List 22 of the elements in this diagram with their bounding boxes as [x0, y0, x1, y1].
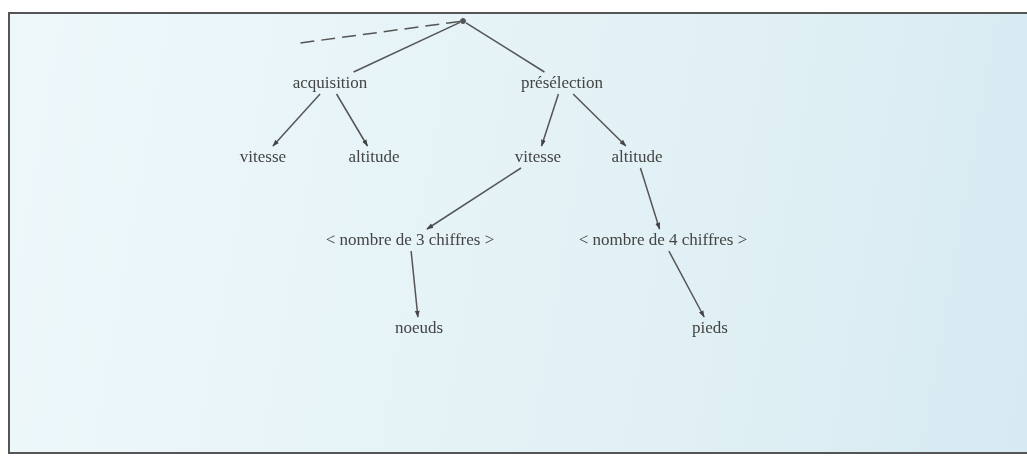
arrow: [668, 250, 705, 318]
arrow: [335, 93, 369, 147]
tree-term: présélection: [517, 72, 607, 94]
arrow: [410, 250, 420, 318]
arrow: [572, 93, 627, 147]
tree-term: altitude: [608, 146, 666, 168]
arrow: [639, 167, 661, 230]
branch-point: [460, 18, 466, 24]
dashed-line: [299, 20, 461, 44]
branch-line: [352, 21, 461, 73]
tree-term: vitesse: [236, 146, 290, 168]
tree-term: < nombre de 4 chiffres >: [575, 229, 751, 251]
tree-term: noeuds: [391, 317, 447, 339]
arrow: [426, 167, 522, 230]
branch-line: [465, 22, 546, 73]
arrow: [272, 93, 321, 147]
tree-term: vitesse: [511, 146, 565, 168]
tree-term: altitude: [345, 146, 403, 168]
arrow: [540, 93, 560, 147]
tree-term: pieds: [689, 317, 731, 339]
tree-term: acquisition: [289, 72, 371, 94]
tree-term: < nombre de 3 chiffres >: [322, 229, 498, 251]
